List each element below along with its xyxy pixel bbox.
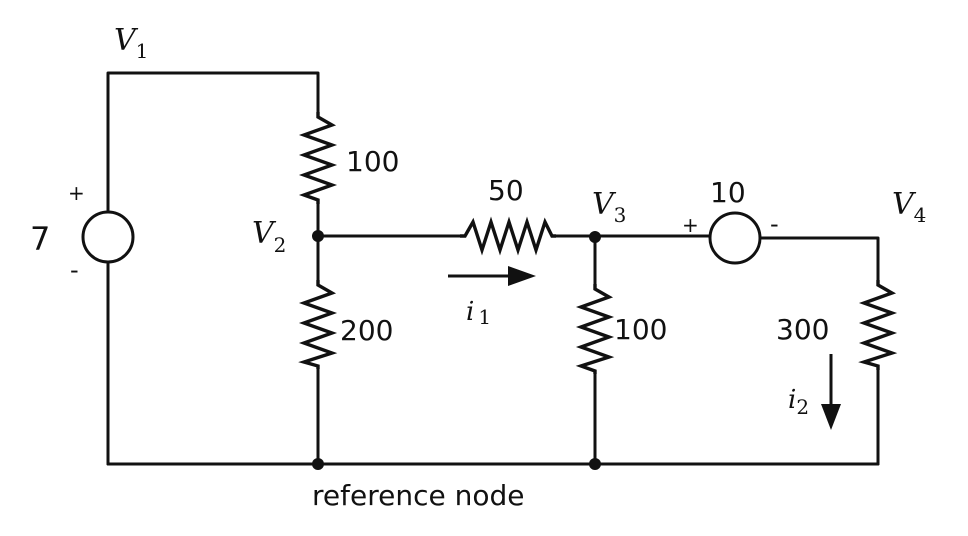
reference-node-label: reference node [312,479,524,512]
resistor-300 [858,280,898,370]
resistor-100-mid [575,284,615,374]
wire-10-to-v4 [758,236,880,282]
node-label-v3: V3 [592,187,626,227]
resistor-100-top-label: 100 [346,145,399,178]
source-7-plus: + [68,181,85,205]
wires [106,71,880,466]
resistor-200 [298,280,338,369]
source-7-minus: - [70,256,79,284]
node-label-v4: V4 [892,187,926,227]
resistor-50-label: 50 [488,174,524,207]
source-7-value: 7 [30,220,50,258]
source-10-plus: + [682,213,699,237]
junctions [312,230,601,470]
wire-v1-top [106,71,320,213]
junction-ground-left [312,458,324,470]
source-10-value: 10 [710,176,746,209]
resistor-100-mid-label: 100 [614,313,667,346]
current-arrow-i1 [448,266,536,286]
junction-v3 [589,231,601,243]
current-arrow-i2 [821,354,841,430]
junction-ground-mid [589,458,601,470]
node-label-v1: V1 [114,23,148,63]
voltage-source-7 [81,210,135,264]
resistor-100-top [298,112,338,204]
resistor-200-label: 200 [340,314,393,347]
node-label-v2: V2 [252,216,286,257]
resistor-50 [460,216,556,256]
resistor-300-label: 300 [776,313,829,346]
junction-v2 [312,230,324,242]
current-label-i2: i2 [788,385,809,419]
voltage-source-10 [708,211,762,265]
source-10-minus: - [770,210,779,238]
